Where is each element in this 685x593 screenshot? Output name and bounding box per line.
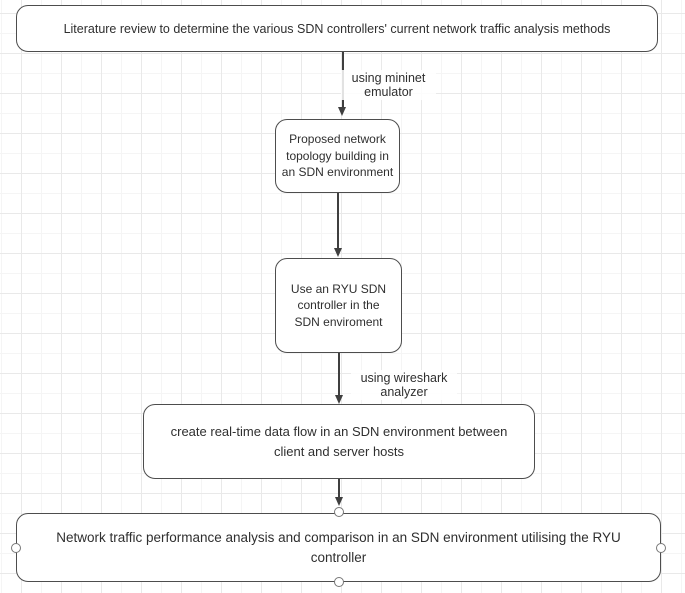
node-topology-building[interactable]: Proposed network topology building in an… bbox=[275, 119, 400, 193]
connection-handle-right[interactable] bbox=[656, 543, 666, 553]
node-ryu-controller-label: Use an RYU SDN controller in the SDN env… bbox=[290, 281, 387, 329]
edge-label-wireshark-analyzer: using wireshark analyzer bbox=[351, 370, 457, 400]
node-performance-analysis[interactable]: Network traffic performance analysis and… bbox=[16, 513, 661, 582]
node-topology-building-label: Proposed network topology building in an… bbox=[281, 132, 394, 180]
edge-label-mininet-emulator: using mininet emulator bbox=[341, 70, 436, 100]
arrowhead-icon bbox=[334, 395, 343, 404]
node-realtime-dataflow[interactable]: create real-time data flow in an SDN env… bbox=[143, 404, 535, 479]
edge-ryu-to-dataflow[interactable] bbox=[338, 353, 340, 395]
edge-dataflow-to-analysis[interactable] bbox=[338, 479, 340, 497]
node-literature-review-label: Literature review to determine the vario… bbox=[63, 21, 611, 36]
arrowhead-icon bbox=[338, 107, 347, 116]
node-realtime-dataflow-label: create real-time data flow in an SDN env… bbox=[170, 423, 508, 459]
node-performance-analysis-label: Network traffic performance analysis and… bbox=[56, 529, 621, 565]
connection-handle-top[interactable] bbox=[333, 507, 344, 517]
arrowhead-icon bbox=[334, 497, 343, 506]
connection-handle-bottom[interactable] bbox=[333, 577, 344, 587]
node-ryu-controller[interactable]: Use an RYU SDN controller in the SDN env… bbox=[275, 258, 402, 353]
arrowhead-icon bbox=[333, 248, 342, 257]
edge-topology-to-ryu[interactable] bbox=[337, 193, 339, 248]
connection-handle-left[interactable] bbox=[11, 543, 21, 553]
node-literature-review[interactable]: Literature review to determine the vario… bbox=[16, 5, 658, 52]
